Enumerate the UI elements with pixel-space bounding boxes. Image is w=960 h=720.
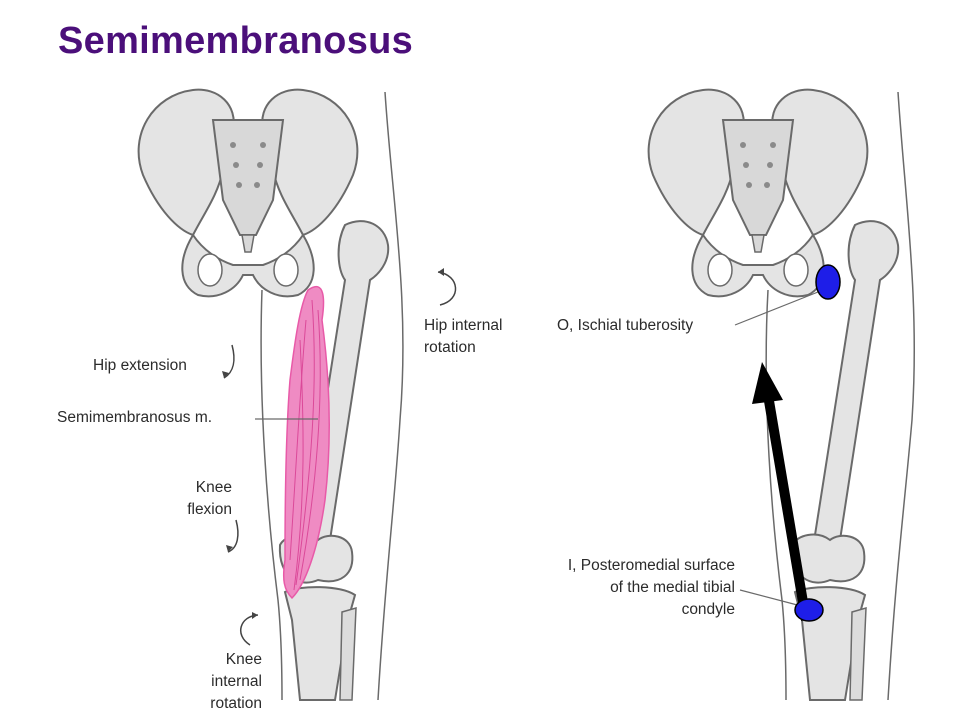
- hip-extension-arrow-icon: [223, 344, 235, 379]
- semimembranosus-muscle: [282, 286, 331, 600]
- page-title: Semimembranosus: [58, 20, 414, 62]
- hip-internal-rotation-label-line2: rotation: [424, 339, 476, 356]
- insertion-marker: [794, 598, 824, 622]
- knee-internal-rotation-label-line2: internal: [211, 673, 262, 690]
- knee-flexion-label-line2: flexion: [187, 501, 232, 518]
- origin-marker: [815, 264, 841, 300]
- knee-internal-rotation-label-line1: Knee: [225, 651, 262, 668]
- left-figure: [137, 88, 457, 701]
- insertion-label-line1: I, Posteromedial surface: [567, 557, 735, 574]
- arrow-head-icon: [752, 362, 783, 404]
- hip-extension-label: Hip extension: [93, 357, 187, 374]
- muscle-name-label: Semimembranosus m.: [57, 409, 213, 426]
- hip-rotation-arrow-icon: [437, 271, 457, 306]
- origin-label: O, Ischial tuberosity: [557, 317, 694, 334]
- knee-internal-rotation-label-line3: rotation: [210, 695, 262, 712]
- knee-flexion-label-line1: Knee: [195, 479, 232, 496]
- line-of-pull-arrow: [763, 394, 811, 621]
- insertion-label-line3: condyle: [681, 601, 735, 618]
- knee-flexion-arrow-icon: [227, 519, 239, 553]
- right-figure: [647, 88, 916, 701]
- insertion-label-line2: of the medial tibial: [610, 579, 735, 596]
- hip-internal-rotation-label-line1: Hip internal: [424, 317, 503, 334]
- knee-rotation-arrow-icon: [240, 614, 259, 646]
